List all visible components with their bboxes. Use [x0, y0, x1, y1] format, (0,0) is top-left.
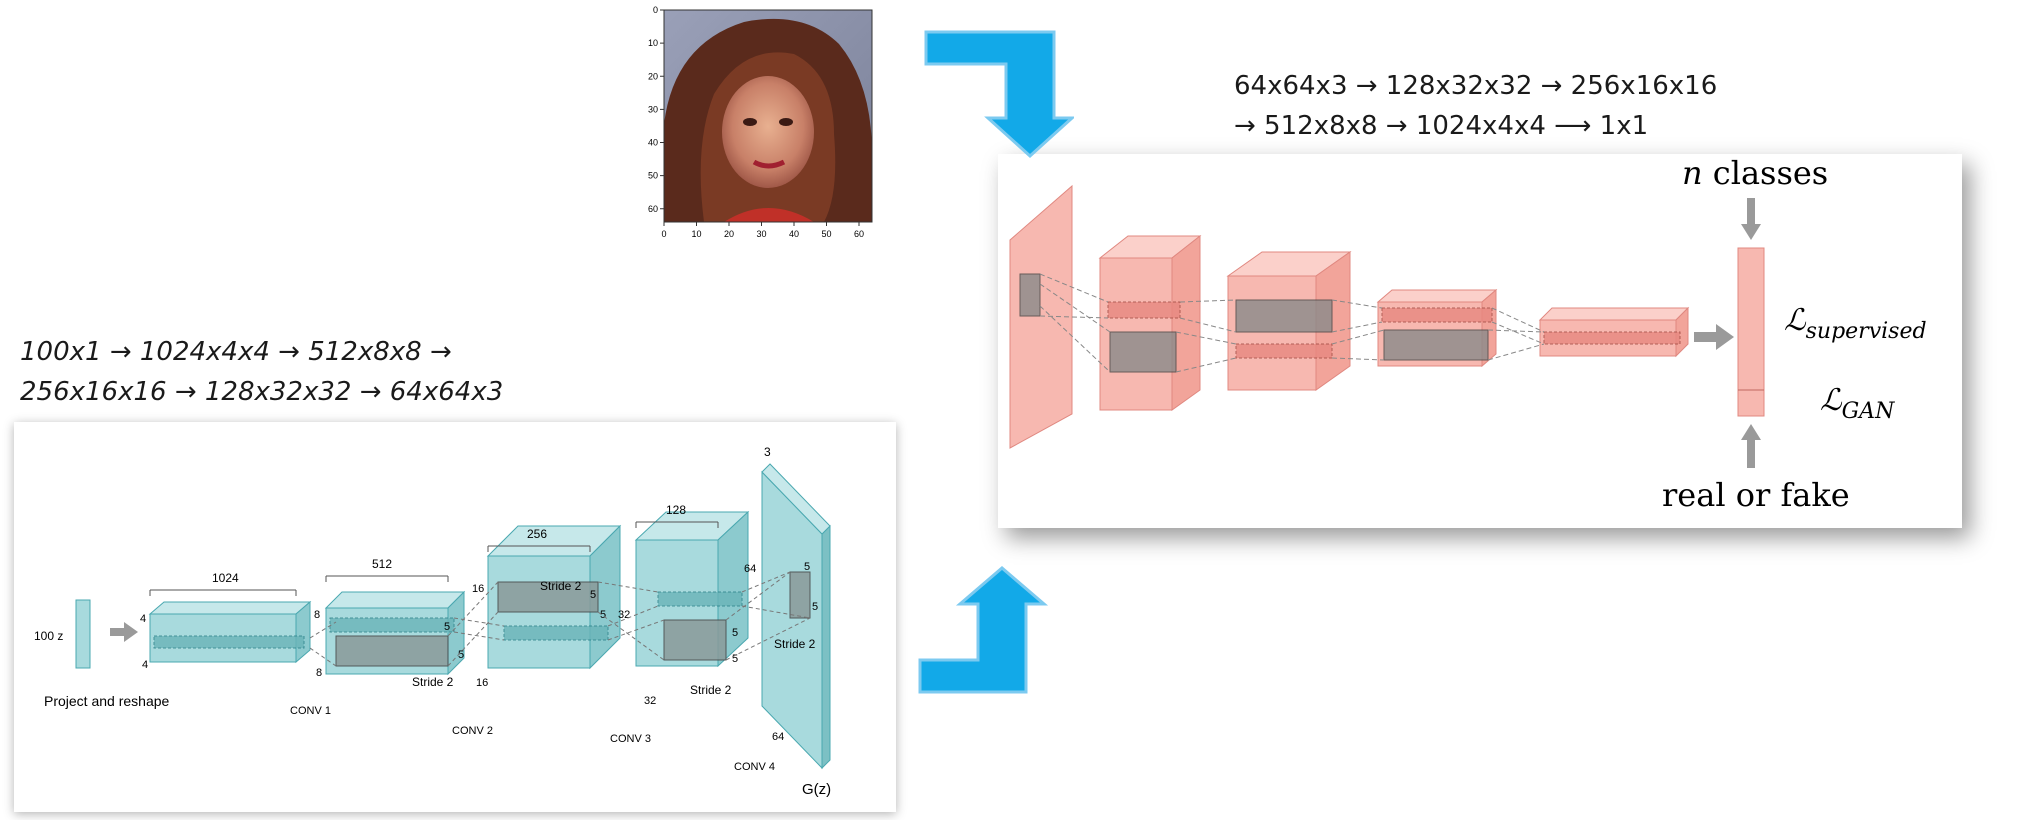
conv2-label: CONV 2: [452, 725, 493, 737]
conv4-name: CONV 4: [734, 761, 775, 773]
x-tick-label: 0: [661, 229, 666, 239]
output-kernel-a: 5: [804, 561, 810, 573]
discriminator-diagram: n classes real or fake ℒsupervised ℒGAN: [1009, 154, 1927, 514]
conv3-side-a: 16: [472, 583, 484, 595]
disc-input-slab: [1009, 184, 1073, 449]
y-tick-label: 40: [648, 138, 658, 148]
disc-block-3: [1376, 288, 1498, 368]
conv2-side-a: 8: [314, 609, 320, 621]
conv2-side-b: 8: [316, 667, 322, 679]
gen-output-slab: 3 64 64 5 5 Stride 2 G(z): [744, 445, 831, 798]
generator-diagram: 100 z Project and reshape 1024 4 4 CONV …: [34, 445, 831, 798]
n-classes-label: n classes: [1682, 154, 1828, 192]
sample-image-plot: 0 10 20 30 40 50 60 0 10 20 30 40 50 60: [648, 5, 873, 239]
output-side-b: 64: [772, 731, 784, 743]
project-arrow: [110, 622, 138, 642]
y-axis-ticks: 0 10 20 30 40 50 60: [648, 5, 664, 214]
x-tick-label: 10: [691, 229, 701, 239]
discriminator-shape-line-2: → 512x8x8 → 1024x4x4 ⟶ 1x1: [1234, 111, 1649, 141]
x-tick-label: 20: [724, 229, 734, 239]
conv2-kernel-b: 5: [458, 649, 464, 661]
output-kernel-b: 5: [812, 601, 818, 613]
conv4-depth-label: 128: [666, 503, 686, 517]
loss-gan-label: ℒGAN: [1820, 383, 1895, 424]
loss-supervised-label: ℒsupervised: [1784, 303, 1927, 344]
y-tick-label: 30: [648, 104, 658, 114]
conv3-side-b: 16: [476, 677, 488, 689]
disc-block-1: [1098, 234, 1202, 411]
conv3-kernel-b: 5: [600, 609, 606, 621]
gen-block-conv4: 128 32 32 5 5 Stride 2: [618, 503, 750, 707]
y-tick-label: 20: [648, 71, 658, 81]
y-tick-label: 50: [648, 171, 658, 181]
generator-shape-line-1: 100x1 → 1024x4x4 → 512x8x8 →: [20, 337, 452, 367]
x-tick-label: 60: [854, 229, 864, 239]
conv2-kernel-a: 5: [444, 621, 450, 633]
project-reshape-label: Project and reshape: [44, 693, 170, 709]
disc-block-4: [1538, 306, 1690, 358]
disc-connection-lines: [1039, 273, 1545, 373]
face-photo: [664, 10, 872, 222]
gen-connection-lines: [309, 571, 811, 667]
output-depth-label: 3: [764, 445, 771, 459]
generator-diagram-panel: 100 z Project and reshape 1024 4 4 CONV …: [14, 422, 896, 812]
gen-block-conv3: 256 16 16 5 5 Stride 2 CONV 3 CONV 2: [472, 524, 622, 689]
y-tick-label: 60: [648, 204, 658, 214]
conv1-side-a: 4: [140, 613, 146, 625]
output-side-a: 64: [744, 563, 756, 575]
disc-output-arrow: [1694, 324, 1734, 350]
classes-down-arrow: [1741, 198, 1761, 240]
disc-block-2: [1226, 251, 1352, 391]
input-z-label: 100 z: [34, 629, 63, 643]
disc-output-vector: [1737, 247, 1765, 417]
conv4-kernel-b: 5: [732, 653, 738, 665]
conv4-side-a: 32: [618, 609, 630, 621]
conv4-kernel-a: 5: [732, 627, 738, 639]
x-tick-label: 30: [756, 229, 766, 239]
conv2-stride-label: Stride 2: [412, 675, 454, 689]
conv1-label: CONV 1: [290, 705, 331, 717]
generator-shape-line-2: 256x16x16 → 128x32x32 → 64x64x3: [20, 377, 504, 407]
conv1-side-b: 4: [142, 659, 148, 671]
gen-block-conv2: 512 8 8 5 5 Stride 2 CONV 2: [314, 557, 493, 737]
x-tick-label: 50: [821, 229, 831, 239]
conv4-stride-label: Stride 2: [690, 683, 732, 697]
discriminator-shape-line-1: 64x64x3 → 128x32x32 → 256x16x16: [1234, 71, 1718, 101]
conv3-kernel-a: 5: [590, 589, 596, 601]
conv4-side-b: 32: [644, 695, 656, 707]
y-tick-label: 10: [648, 38, 658, 48]
plot-frame: [663, 9, 873, 223]
generator-shape-caption: 100x1 → 1024x4x4 → 512x8x8 → 256x16x16 →…: [20, 332, 780, 412]
generator-to-discriminator-arrow: [918, 566, 1049, 694]
discriminator-shape-caption: 64x64x3 → 128x32x32 → 256x16x16 → 512x8x…: [1234, 66, 1834, 146]
conv3-name: CONV 3: [610, 733, 651, 745]
conv2-depth-label: 512: [372, 557, 392, 571]
discriminator-diagram-panel: n classes real or fake ℒsupervised ℒGAN: [998, 154, 1962, 528]
output-stride-label: Stride 2: [774, 637, 816, 651]
real-or-fake-label: real or fake: [1662, 476, 1850, 514]
gen-block-conv1: 1024 4 4 CONV 1: [140, 571, 331, 717]
conv3-stride-label: Stride 2: [540, 579, 582, 593]
input-z-vector: [75, 599, 91, 669]
x-axis-ticks: 0 10 20 30 40 50 60: [661, 222, 864, 239]
image-to-discriminator-arrow: [924, 30, 1074, 159]
x-tick-label: 40: [789, 229, 799, 239]
real-fake-up-arrow: [1741, 424, 1761, 468]
conv1-depth-label: 1024: [212, 571, 239, 585]
gz-label: G(z): [802, 781, 831, 798]
conv3-depth-label: 256: [527, 527, 547, 541]
y-tick-label: 0: [653, 5, 658, 15]
